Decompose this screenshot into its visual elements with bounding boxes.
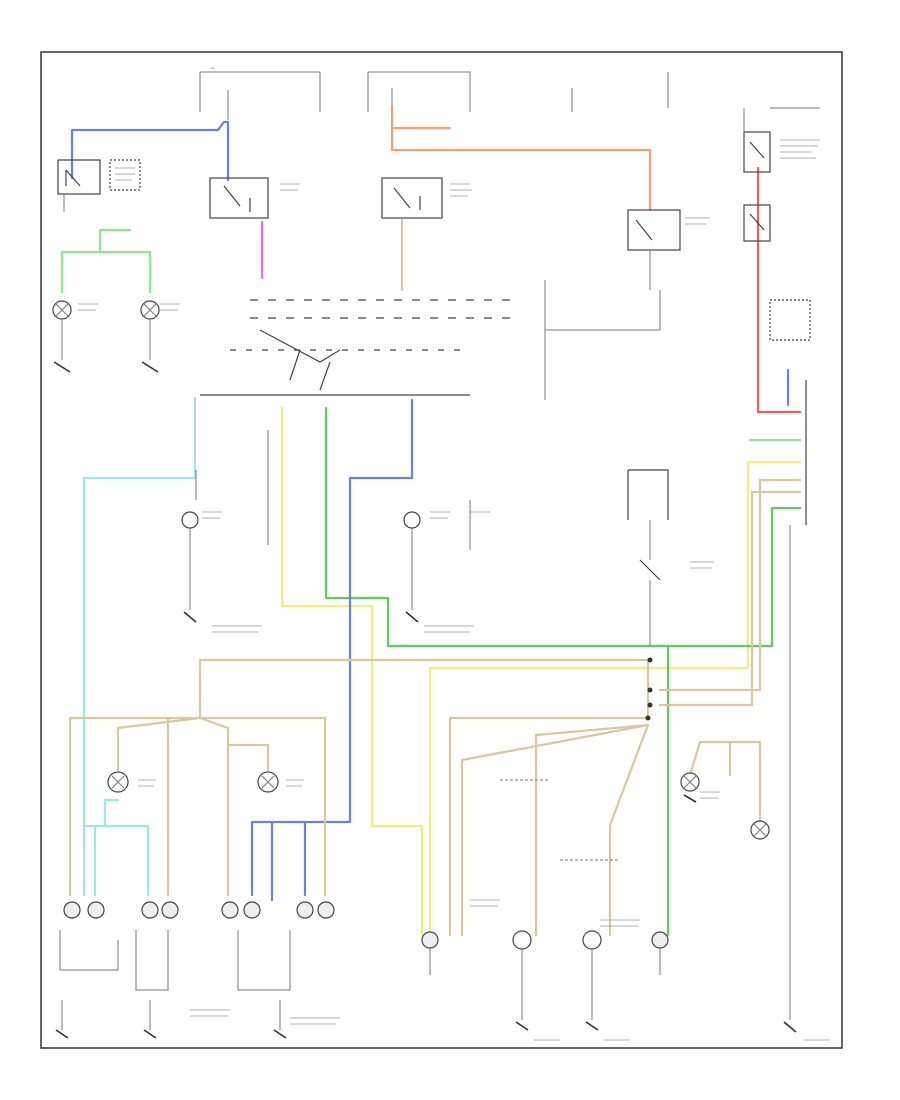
turn-signal-switch [200, 280, 661, 400]
left-turn-indicator [181, 430, 269, 623]
trailer-connector [783, 380, 807, 1033]
wire-blue-top [70, 120, 230, 182]
wire-light-blue [82, 396, 197, 897]
brake-relay [627, 209, 681, 290]
wire-green [324, 406, 802, 937]
diagram-frame [40, 51, 843, 1049]
front-marker-lamps [107, 771, 279, 793]
rear-lamp-bulbs-top [52, 300, 160, 373]
wire-tan [68, 478, 802, 937]
license-lamps [680, 772, 770, 840]
wire-blue-center [250, 398, 414, 902]
wire-orange [390, 106, 652, 212]
turn-hazard-flasher [209, 177, 269, 219]
wire-red [756, 166, 802, 414]
hazard-flasher [381, 177, 443, 219]
right-turn-indicator [403, 500, 471, 623]
label-marks [78, 139, 830, 1041]
top-fuse-block: ~ [199, 65, 669, 120]
front-lamp-assemblies [55, 901, 335, 1039]
right-fuse-block [743, 107, 820, 341]
brake-lamp-switch [57, 159, 141, 212]
rear-lamp-assemblies [421, 779, 669, 1031]
brake-switch-lower [627, 469, 669, 721]
wire-yellow [280, 406, 802, 937]
svg-text:~: ~ [210, 65, 215, 72]
wire-light-green-top [60, 228, 152, 294]
